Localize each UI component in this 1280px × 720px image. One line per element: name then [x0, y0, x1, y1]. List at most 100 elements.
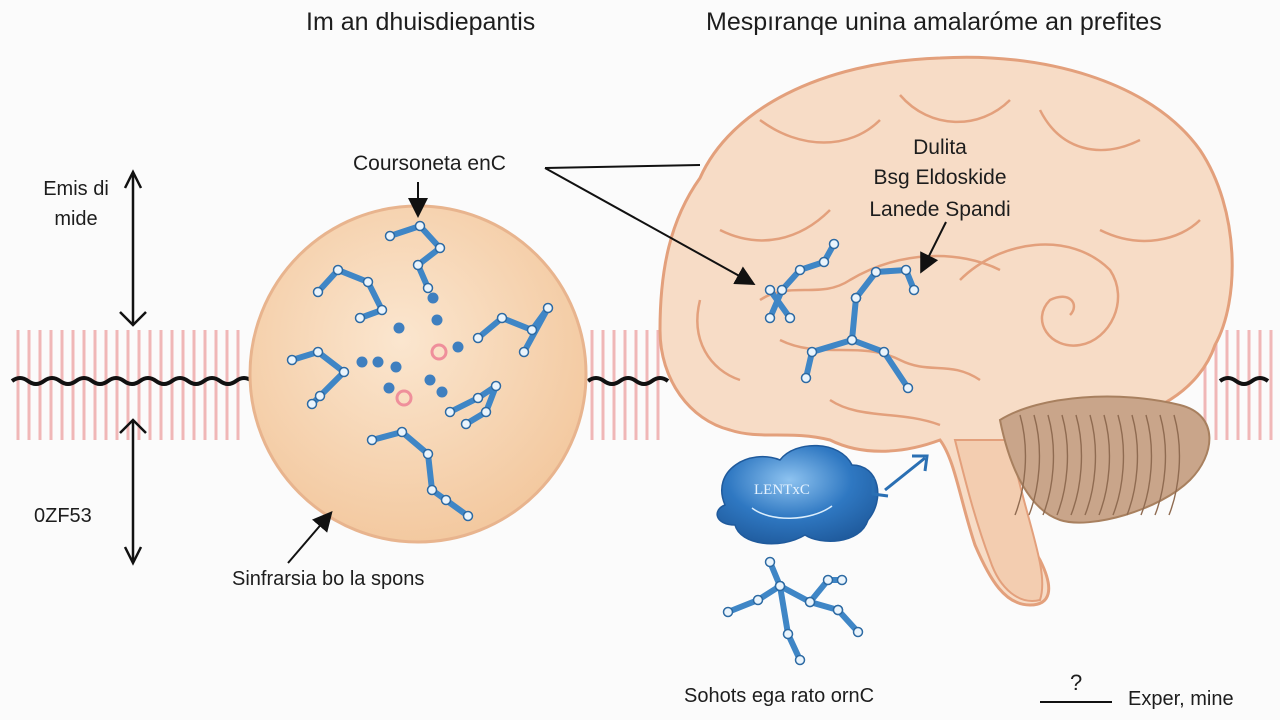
molecules: [286, 220, 920, 666]
molecule-atom: [422, 282, 434, 294]
lentxc-cloud: [716, 444, 879, 545]
molecule-atom: [472, 392, 484, 404]
molecule-atom: [312, 286, 324, 298]
molecule-atom: [414, 220, 426, 232]
vertical-axis-arrow: [119, 169, 147, 566]
molecule-atom: [846, 334, 858, 346]
molecule-atom: [832, 604, 844, 616]
cerebellum-line: [1042, 414, 1055, 516]
legend-text: Exper, mine: [1128, 688, 1234, 710]
molecule-atom: [314, 390, 326, 402]
molecule-atom: [850, 292, 862, 304]
pathway-dot: [431, 314, 443, 326]
molecule-atom: [822, 574, 834, 586]
molecule-atom: [422, 448, 434, 460]
molecule-atom: [306, 398, 318, 410]
pathway-dot: [436, 386, 448, 398]
molecule-atom: [426, 484, 438, 496]
molecule-atom: [338, 366, 350, 378]
cerebellum-lines: [1014, 414, 1181, 516]
cloud-label: LENTxC: [754, 482, 810, 498]
molecule-atom: [490, 380, 502, 392]
molecule-atom: [332, 264, 344, 276]
cerebellum-line: [1070, 414, 1083, 516]
membrane-line: [10, 376, 254, 386]
molecule-atom: [800, 372, 812, 384]
molecule-atom: [412, 259, 424, 271]
molecule-atom: [852, 626, 864, 638]
pathway-dots: [356, 292, 464, 398]
cerebellum-line: [1084, 414, 1097, 516]
molecule-atom: [836, 574, 848, 586]
molecule-atom: [496, 312, 508, 324]
molecule-bond: [767, 287, 793, 321]
molecule-atom: [286, 354, 298, 366]
molecule-atom: [764, 556, 776, 568]
molecule-atom: [462, 510, 474, 522]
axis-bottom-label: 0ZF53: [34, 505, 92, 527]
blue-double-arrow: [871, 454, 929, 498]
molecule-atom: [764, 284, 776, 296]
pathway-dot: [452, 341, 464, 353]
legend-symbol: ?: [1070, 670, 1083, 695]
bottom-molecule-label: Sohots ega rato ornC: [684, 685, 875, 707]
molecule-atom: [806, 346, 818, 358]
molecule-atom: [794, 264, 806, 276]
molecule-atom: [396, 426, 408, 438]
axis-top-label: Emis di mide: [43, 178, 109, 230]
pathway-dot: [372, 356, 384, 368]
molecule-bond: [849, 295, 911, 391]
cerebellum-line: [1140, 414, 1153, 516]
molecule-atom: [384, 230, 396, 242]
molecule-atom: [444, 406, 456, 418]
molecule-atom: [526, 324, 538, 336]
pathway-dot: [390, 361, 402, 373]
membrane-line-mid: [586, 376, 670, 386]
molecule-atom: [752, 594, 764, 606]
cerebellum-line: [1028, 414, 1041, 516]
cerebellum-line: [1014, 414, 1027, 516]
pathway-dot: [427, 292, 439, 304]
membrane-line-right: [1218, 376, 1270, 386]
molecule-atom: [362, 276, 374, 288]
molecule-atom: [900, 264, 912, 276]
molecule-atom: [818, 256, 830, 268]
sphere-top-label: Coursoneta enC: [353, 152, 506, 175]
molecule-atom: [784, 312, 796, 324]
brain-label-line2: Bsg Eldoskide: [873, 166, 1007, 189]
right-title: Mespıranqe unina amalaróme an prefites: [706, 8, 1162, 36]
molecule-bond: [853, 267, 917, 301]
cerebellum-line: [1126, 414, 1139, 516]
molecule-atom: [480, 406, 492, 418]
sphere-bottom-label: Sinfrarsia bo la spons: [232, 568, 425, 590]
brain-label-line3: Lanede Spandi: [869, 198, 1011, 221]
molecule-atom: [472, 332, 484, 344]
molecule-atom: [376, 304, 388, 316]
molecule-atom: [782, 628, 794, 640]
brain-label-line1: Dulita: [913, 136, 967, 159]
molecule-atom: [794, 654, 806, 666]
molecule-atom: [828, 238, 840, 250]
molecule-atom: [902, 382, 914, 394]
molecule-atom: [366, 434, 378, 446]
molecule-atom: [878, 346, 890, 358]
pathway-dot: [356, 356, 368, 368]
annotation-arrows: [287, 164, 1112, 703]
left-title: Im an dhuisdiepantis: [306, 8, 536, 36]
brain-stem: [953, 439, 1044, 602]
molecule-atom: [776, 284, 788, 296]
molecule-atom: [354, 312, 366, 324]
pink-rings: [395, 343, 448, 407]
cerebellum: [998, 395, 1211, 524]
molecule-atom: [764, 312, 776, 324]
molecule-atom: [460, 418, 472, 430]
molecule-atom: [774, 580, 786, 592]
cerebellum-line: [1098, 414, 1111, 516]
molecule-atom: [542, 302, 554, 314]
pathway-dot: [383, 382, 395, 394]
cerebellum-line: [1056, 414, 1069, 516]
molecule-atom: [312, 346, 324, 358]
molecule-atom: [518, 346, 530, 358]
